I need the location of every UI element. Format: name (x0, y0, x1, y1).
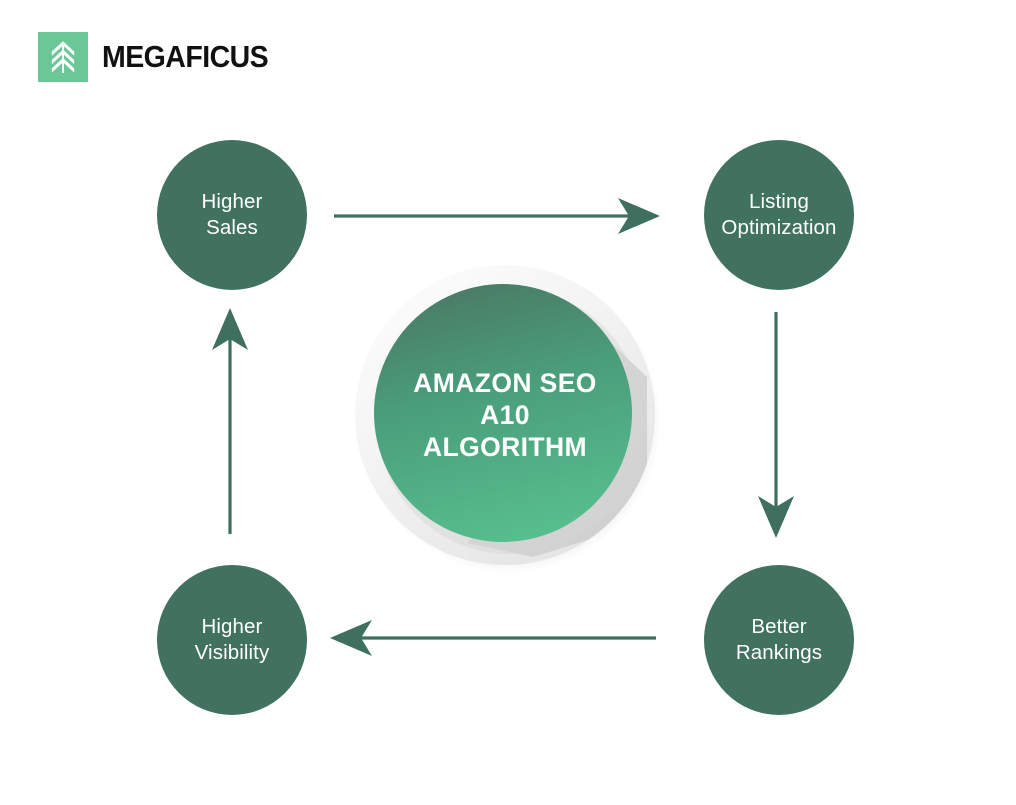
node-better-rankings-label: Better Rankings (736, 614, 822, 666)
node-listing-optimization-label: Listing Optimization (721, 189, 836, 241)
node-better-rankings-line2: Rankings (735, 641, 823, 664)
arrow-up-icon (212, 308, 248, 534)
arrow-down-icon (758, 312, 794, 538)
node-better-rankings-line1: Better (751, 615, 807, 638)
brand-name: MEGAFICUS (102, 39, 269, 74)
node-listing-optimization[interactable]: Listing Optimization (704, 140, 854, 290)
node-higher-visibility-line2: Visibility (194, 641, 270, 664)
tree-leaf-icon (38, 32, 88, 82)
node-listing-optimization-line1: Listing (749, 190, 809, 213)
node-higher-sales-label: Higher Sales (202, 189, 263, 241)
node-better-rankings[interactable]: Better Rankings (704, 565, 854, 715)
node-higher-visibility-label: Higher Visibility (195, 614, 270, 666)
node-higher-sales-line1: Higher (201, 190, 263, 213)
node-higher-sales[interactable]: Higher Sales (157, 140, 307, 290)
node-listing-optimization-line2: Optimization (721, 216, 837, 239)
brand-logo: MEGAFICUS (38, 32, 283, 82)
arrow-right-icon (334, 198, 660, 234)
node-higher-visibility[interactable]: Higher Visibility (157, 565, 307, 715)
center-badge: AMAZON SEO A10 ALGORITHM (347, 257, 663, 573)
node-higher-visibility-line1: Higher (201, 615, 263, 638)
node-higher-sales-line2: Sales (206, 216, 258, 239)
arrow-left-icon (330, 620, 656, 656)
